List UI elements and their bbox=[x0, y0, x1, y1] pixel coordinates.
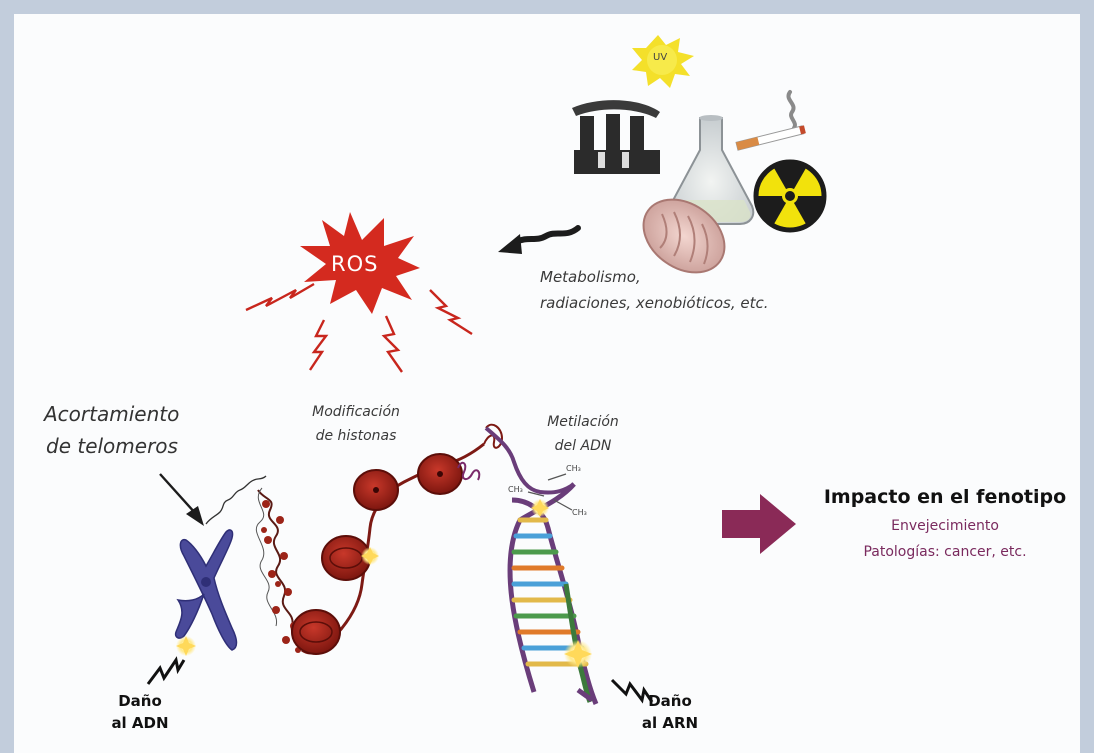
telomere-pointer-arrow bbox=[160, 474, 204, 526]
radiation-icon bbox=[756, 162, 824, 230]
rna-damage-label-line1: Daño bbox=[630, 692, 710, 710]
impact-arrow bbox=[722, 494, 796, 554]
telomere-label-line1: Acortamiento bbox=[44, 402, 179, 426]
impact-line2: Patologías: cancer, etc. bbox=[810, 544, 1080, 560]
histone-label-line1: Modificación bbox=[296, 404, 416, 420]
cigarette-icon bbox=[736, 92, 806, 150]
nucleosome-1 bbox=[292, 610, 340, 654]
dna-damage-label-line1: Daño bbox=[100, 692, 180, 710]
nucleosome-4 bbox=[418, 454, 462, 494]
damage-spark-methyl bbox=[531, 499, 549, 517]
impact-title: Impacto en el fenotipo bbox=[810, 486, 1080, 508]
sources-label-line2: radiaciones, xenobióticos, etc. bbox=[540, 294, 769, 312]
methyl-label-2: CH₃ bbox=[508, 485, 523, 494]
sources-label-line1: Metabolismo, bbox=[540, 268, 641, 286]
uv-label: UV bbox=[653, 52, 667, 63]
damage-spark-rna bbox=[564, 640, 592, 668]
dna-damage-label-line2: al ADN bbox=[100, 714, 180, 732]
chromosome-icon bbox=[176, 530, 237, 650]
histone-label-line2: de histonas bbox=[296, 428, 416, 444]
ros-label: ROS bbox=[331, 252, 378, 276]
nucleosome-3 bbox=[354, 470, 398, 510]
methylation-label-line2: del ADN bbox=[528, 438, 638, 454]
sources-to-ros-arrow bbox=[498, 228, 578, 254]
methyl-label-3: CH₃ bbox=[572, 508, 587, 517]
damage-spark-dna bbox=[176, 636, 196, 656]
factory-icon bbox=[572, 100, 660, 174]
methylation-label-line1: Metilación bbox=[528, 414, 638, 430]
ros-bolts bbox=[246, 284, 472, 372]
telomere-label-line2: de telomeros bbox=[46, 434, 178, 458]
damage-spark-chromatin bbox=[361, 547, 379, 565]
rna-damage-label-line2: al ARN bbox=[630, 714, 710, 732]
methyl-label-1: CH₃ bbox=[566, 464, 581, 473]
dna-damage-bolt-icon bbox=[148, 660, 184, 684]
impact-line1: Envejecimiento bbox=[810, 518, 1080, 534]
